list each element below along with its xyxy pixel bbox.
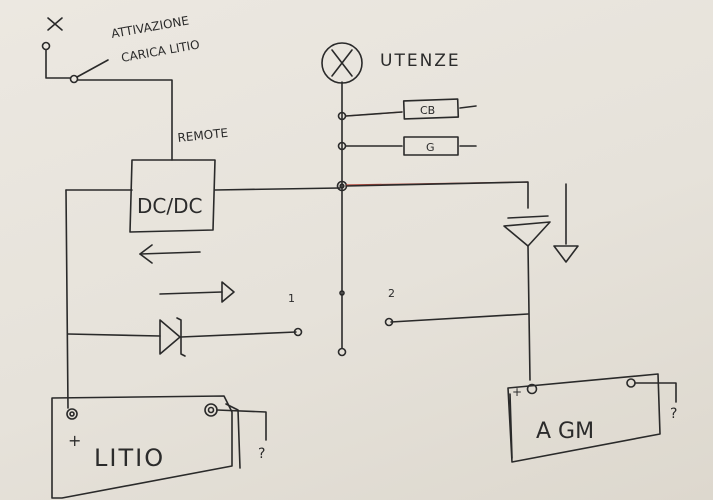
load-g: [345, 136, 477, 156]
agm-negative-wire: [634, 382, 677, 403]
question-mark-right: ?: [670, 406, 677, 422]
load-cb-label: CB: [420, 104, 435, 117]
terminal-icon: [41, 41, 51, 51]
remote-wire: [77, 79, 173, 161]
lithium-plus-label: +: [68, 431, 81, 450]
switch-position-2-label: 2: [388, 287, 395, 300]
bus-terminal: [337, 347, 347, 357]
load-cb: [345, 98, 477, 120]
diode-icon: [159, 319, 181, 355]
diode-icon: [503, 215, 551, 381]
ground-icon: [553, 183, 579, 263]
switch-icon: [76, 59, 109, 78]
dcdc-box: [129, 159, 216, 233]
lithium-positive-wire: [65, 189, 69, 409]
cross-mark-icon: [47, 17, 63, 31]
wire-to-agm-diode: [345, 181, 529, 209]
agm-negative-terminal: [626, 378, 636, 388]
lamp-cross-icon: [321, 42, 363, 84]
lithium-positive-terminal: [66, 408, 78, 420]
question-mark-left: ?: [258, 446, 265, 462]
switch-position-1-label: 1: [288, 292, 295, 305]
agm-positive-terminal: [526, 383, 538, 395]
utenze-label: UTENZE: [380, 51, 461, 71]
switch-contact-1: [293, 327, 303, 337]
agm-plus-label: +: [512, 385, 522, 399]
terminal-icon: [69, 74, 79, 84]
remote-label: REMOTE: [177, 126, 229, 145]
agm-label: A GM: [536, 419, 594, 444]
wire-dcdc-output: [214, 187, 341, 191]
central-bus: [336, 81, 348, 357]
dcdc-label: DC/DC: [137, 194, 202, 218]
activation-switch: [41, 17, 173, 161]
switch-contact-2: [384, 317, 394, 327]
activation-label: ATTIVAZIONE: [110, 14, 190, 41]
lithium-diode: [67, 317, 303, 357]
activation-label-2: CARICA LITIO: [120, 37, 201, 65]
agm-battery: [507, 373, 677, 463]
lithium-battery: [51, 395, 267, 499]
lithium-negative-wire: [216, 409, 267, 441]
load-g-label: G: [426, 141, 435, 154]
arrow-right-icon: [159, 281, 235, 303]
litio-label: LITIO: [94, 444, 165, 472]
lithium-negative-terminal: [204, 403, 218, 417]
wire: [45, 49, 71, 79]
switch-contact-2-wire: [390, 313, 529, 323]
arrow-left-icon: [139, 244, 201, 264]
dcdc-converter: [65, 159, 341, 233]
